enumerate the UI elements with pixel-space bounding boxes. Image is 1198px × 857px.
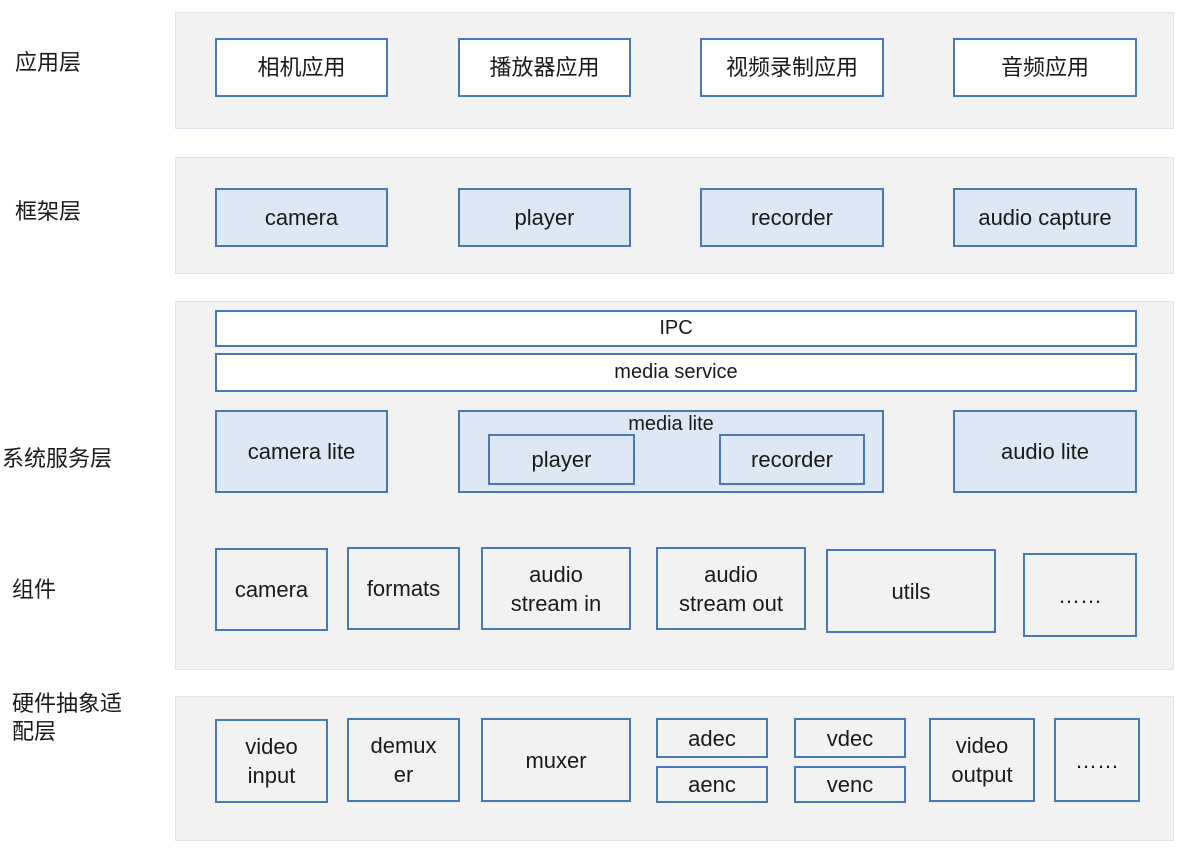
framework-box-camera: camera xyxy=(215,188,388,247)
component-more: …… xyxy=(1023,553,1137,637)
ipc-bar: IPC xyxy=(215,310,1137,347)
hal-muxer: muxer xyxy=(481,718,631,802)
camera-lite-box: camera lite xyxy=(215,410,388,493)
media-lite-player-box: player xyxy=(488,434,635,485)
app-box-player: 播放器应用 xyxy=(458,38,631,97)
hal-venc: venc xyxy=(794,766,906,803)
framework-box-player: player xyxy=(458,188,631,247)
audio-lite-box: audio lite xyxy=(953,410,1137,493)
app-box-audio: 音频应用 xyxy=(953,38,1137,97)
hal-vdec: vdec xyxy=(794,718,906,758)
component-audio-stream-in: audio stream in xyxy=(481,547,631,630)
framework-box-audio-capture: audio capture xyxy=(953,188,1137,247)
hal-aenc: aenc xyxy=(656,766,768,803)
component-audio-stream-out: audio stream out xyxy=(656,547,806,630)
framework-box-recorder: recorder xyxy=(700,188,884,247)
layer-label-app: 应用层 xyxy=(15,50,82,75)
layer-label-framework: 框架层 xyxy=(15,199,82,224)
hal-video-input: video input xyxy=(215,719,328,803)
component-formats: formats xyxy=(347,547,460,630)
hal-demuxer: demux er xyxy=(347,718,460,802)
layer-label-component: 组件 xyxy=(12,577,57,602)
media-lite-recorder-box: recorder xyxy=(719,434,865,485)
hal-adec: adec xyxy=(656,718,768,758)
component-utils: utils xyxy=(826,549,996,633)
layer-label-system-service: 系统服务层 xyxy=(2,446,113,471)
hal-video-output: video output xyxy=(929,718,1035,802)
media-service-bar: media service xyxy=(215,353,1137,392)
component-camera: camera xyxy=(215,548,328,631)
app-box-video-recorder: 视频录制应用 xyxy=(700,38,884,97)
layer-label-hal: 硬件抽象适配层 xyxy=(12,691,123,744)
hal-more: …… xyxy=(1054,718,1140,802)
app-box-camera: 相机应用 xyxy=(215,38,388,97)
